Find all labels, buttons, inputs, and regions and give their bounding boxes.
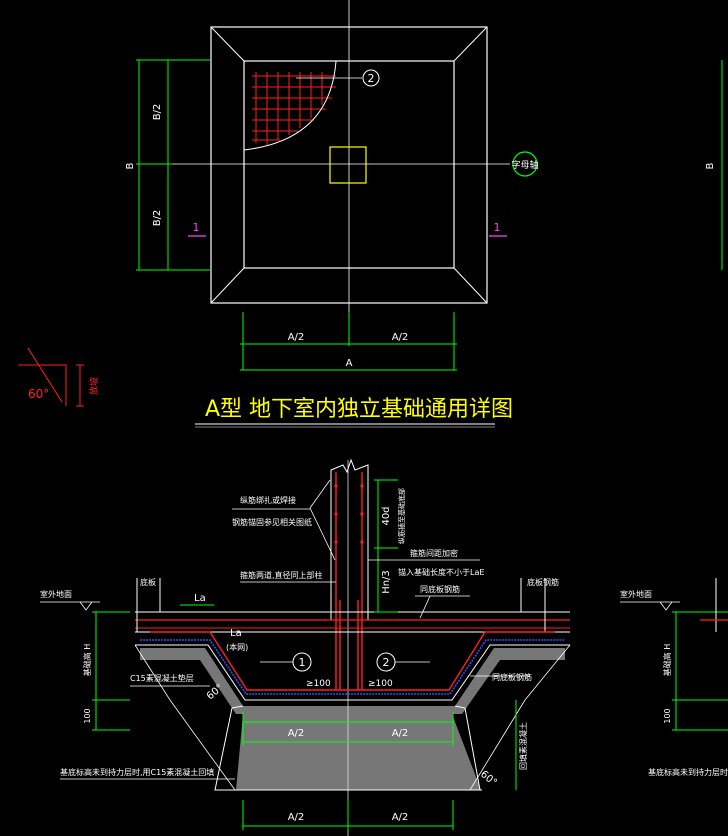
label-top-left-2: 钢筋锚固参见相关图纸 (232, 517, 312, 527)
section-hn: Hn/3 (381, 570, 392, 594)
label-right-vertical: 回填素混凝土 (518, 722, 528, 770)
label-c15: C15素混凝土垫层 (130, 673, 194, 683)
plan-dim-b-half-top: B/2 (152, 104, 163, 121)
label-slab-rebar: 同底板钢筋 (420, 584, 460, 594)
plan-outer-square (210, 26, 488, 304)
section-dim-a2-upper-left: A/2 (288, 728, 305, 739)
plan-callout-2-label: 2 (368, 72, 375, 85)
plan-dim-b-half-bottom: B/2 (152, 210, 163, 227)
right-depth: 基础高 H (662, 644, 672, 677)
plan-dim-b (136, 59, 210, 271)
plan-dim-a: A (346, 358, 353, 369)
plan-column (329, 146, 367, 184)
plan-rebar-grid (252, 72, 336, 145)
plan-dim-b: B (125, 162, 136, 169)
axis-bubble-label: 字母轴 (511, 159, 538, 171)
right-ground: 室外地面 (620, 589, 652, 599)
drawing-title: A型 地下室内独立基础通用详图 (205, 397, 513, 422)
label-right-floor: 底板钢筋 (527, 577, 559, 587)
label-ground-left: 室外地面 (40, 589, 72, 599)
section-callout-1-label: 1 (299, 656, 306, 669)
foundation-outline (135, 644, 570, 701)
right-bottom: 基底标高未到持力层时用 (648, 767, 728, 777)
right-cut-section: 室外地面 基础高 H 100 基底标高未到持力层时用 (620, 578, 728, 777)
plan-dim-a-half-right: A/2 (392, 332, 409, 343)
label-stirrup: 箍筋间距加密 (410, 548, 458, 558)
section-callout-2-label: 2 (383, 656, 390, 669)
section-dim-a2-lower-left: A/2 (288, 812, 305, 823)
label-left-floor: 底板 (140, 577, 156, 587)
slope-label: 放坡 (88, 377, 100, 395)
section-dim-a2-upper-right: A/2 (392, 728, 409, 739)
label-la-top: La (194, 593, 206, 604)
label-anchor: 锚入基础长度不小于LaE (398, 567, 484, 577)
plan-callout-2 (362, 69, 380, 87)
label-depth-h: 基础高 H (82, 644, 92, 677)
label-top-left-1: 纵筋绑扎或焊接 (240, 495, 296, 505)
plan-dim-a-half-left: A/2 (288, 332, 305, 343)
label-mesh: (本网) (226, 642, 248, 652)
section-mark-right: 1 (494, 221, 501, 234)
right-dim-b: B (705, 162, 716, 169)
section-view: A/2 A/2 A/2 A/2 40d 纵筋插至基础底部 Hn/3 纵筋绑扎或焊… (40, 458, 571, 836)
plan-view: 2 字母轴 B/2 B/2 B B 1 1 A/2 A/2 (125, 0, 723, 371)
plan-inner-square (243, 60, 455, 269)
label-la-mid: La (230, 628, 242, 639)
label-100-b: ≥100 (368, 679, 393, 689)
label-bottom-note: 基底标高未到持力层时,用C15素混凝土回填 (60, 767, 214, 777)
section-dim-a2-lower-right: A/2 (392, 812, 409, 823)
plan-dim-a (240, 312, 457, 371)
slope-legend (18, 347, 84, 407)
slope-angle: 60° (28, 387, 49, 401)
label-mesh-right: 同底板钢筋 (492, 672, 532, 682)
right-100: 100 (663, 708, 672, 723)
label-mid-1: 箍筋两道,直径同上部柱 (240, 570, 323, 580)
section-40d: 40d (381, 506, 392, 525)
concrete-fill (140, 648, 565, 790)
axis-bubble (512, 151, 538, 177)
section-vertical-note: 纵筋插至基础底部 (397, 488, 406, 544)
label-100-a: ≥100 (306, 679, 331, 689)
section-mark-left: 1 (193, 221, 200, 234)
label-100-left: 100 (83, 708, 92, 723)
